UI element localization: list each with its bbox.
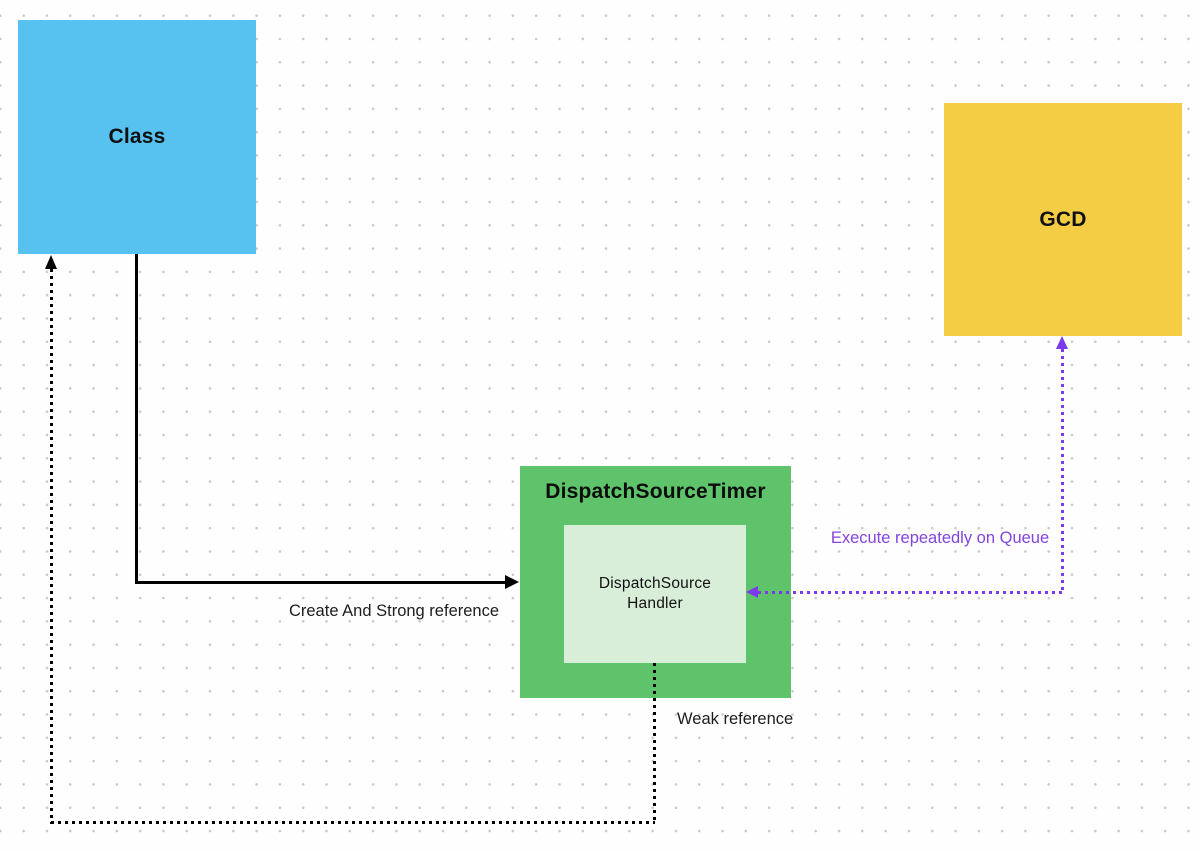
edge-execute-arrowhead-left-icon (746, 586, 758, 598)
edge-weak-arrowhead-icon (45, 255, 57, 269)
edge-create-strong-vertical-segment (135, 254, 138, 584)
edge-execute-label: Execute repeatedly on Queue (830, 529, 1050, 547)
edge-weak-horizontal-segment (51, 821, 655, 824)
edge-execute-horizontal-segment (758, 591, 1064, 594)
node-class-label: Class (108, 125, 166, 148)
edge-create-strong-arrowhead-icon (505, 575, 519, 589)
node-gcd-label: GCD (1039, 207, 1087, 231)
edge-create-strong-horizontal-segment (135, 581, 506, 584)
edge-weak-vertical-segment-to-class (50, 269, 53, 824)
edge-weak-vertical-segment-from-handler (653, 663, 656, 824)
node-gcd[interactable]: GCD (944, 103, 1182, 336)
edge-weak-label: Weak reference (677, 710, 794, 728)
node-dispatch-source-handler-label: DispatchSource Handler (598, 574, 712, 612)
node-class[interactable]: Class (18, 20, 256, 254)
edge-create-strong-label: Create And Strong reference (288, 602, 500, 620)
edge-execute-vertical-segment (1061, 349, 1064, 594)
edge-execute-arrowhead-up-icon (1056, 336, 1068, 349)
node-dispatch-source-handler[interactable]: DispatchSource Handler (564, 525, 746, 663)
node-dispatch-source-timer-label: DispatchSourceTimer (545, 480, 766, 503)
